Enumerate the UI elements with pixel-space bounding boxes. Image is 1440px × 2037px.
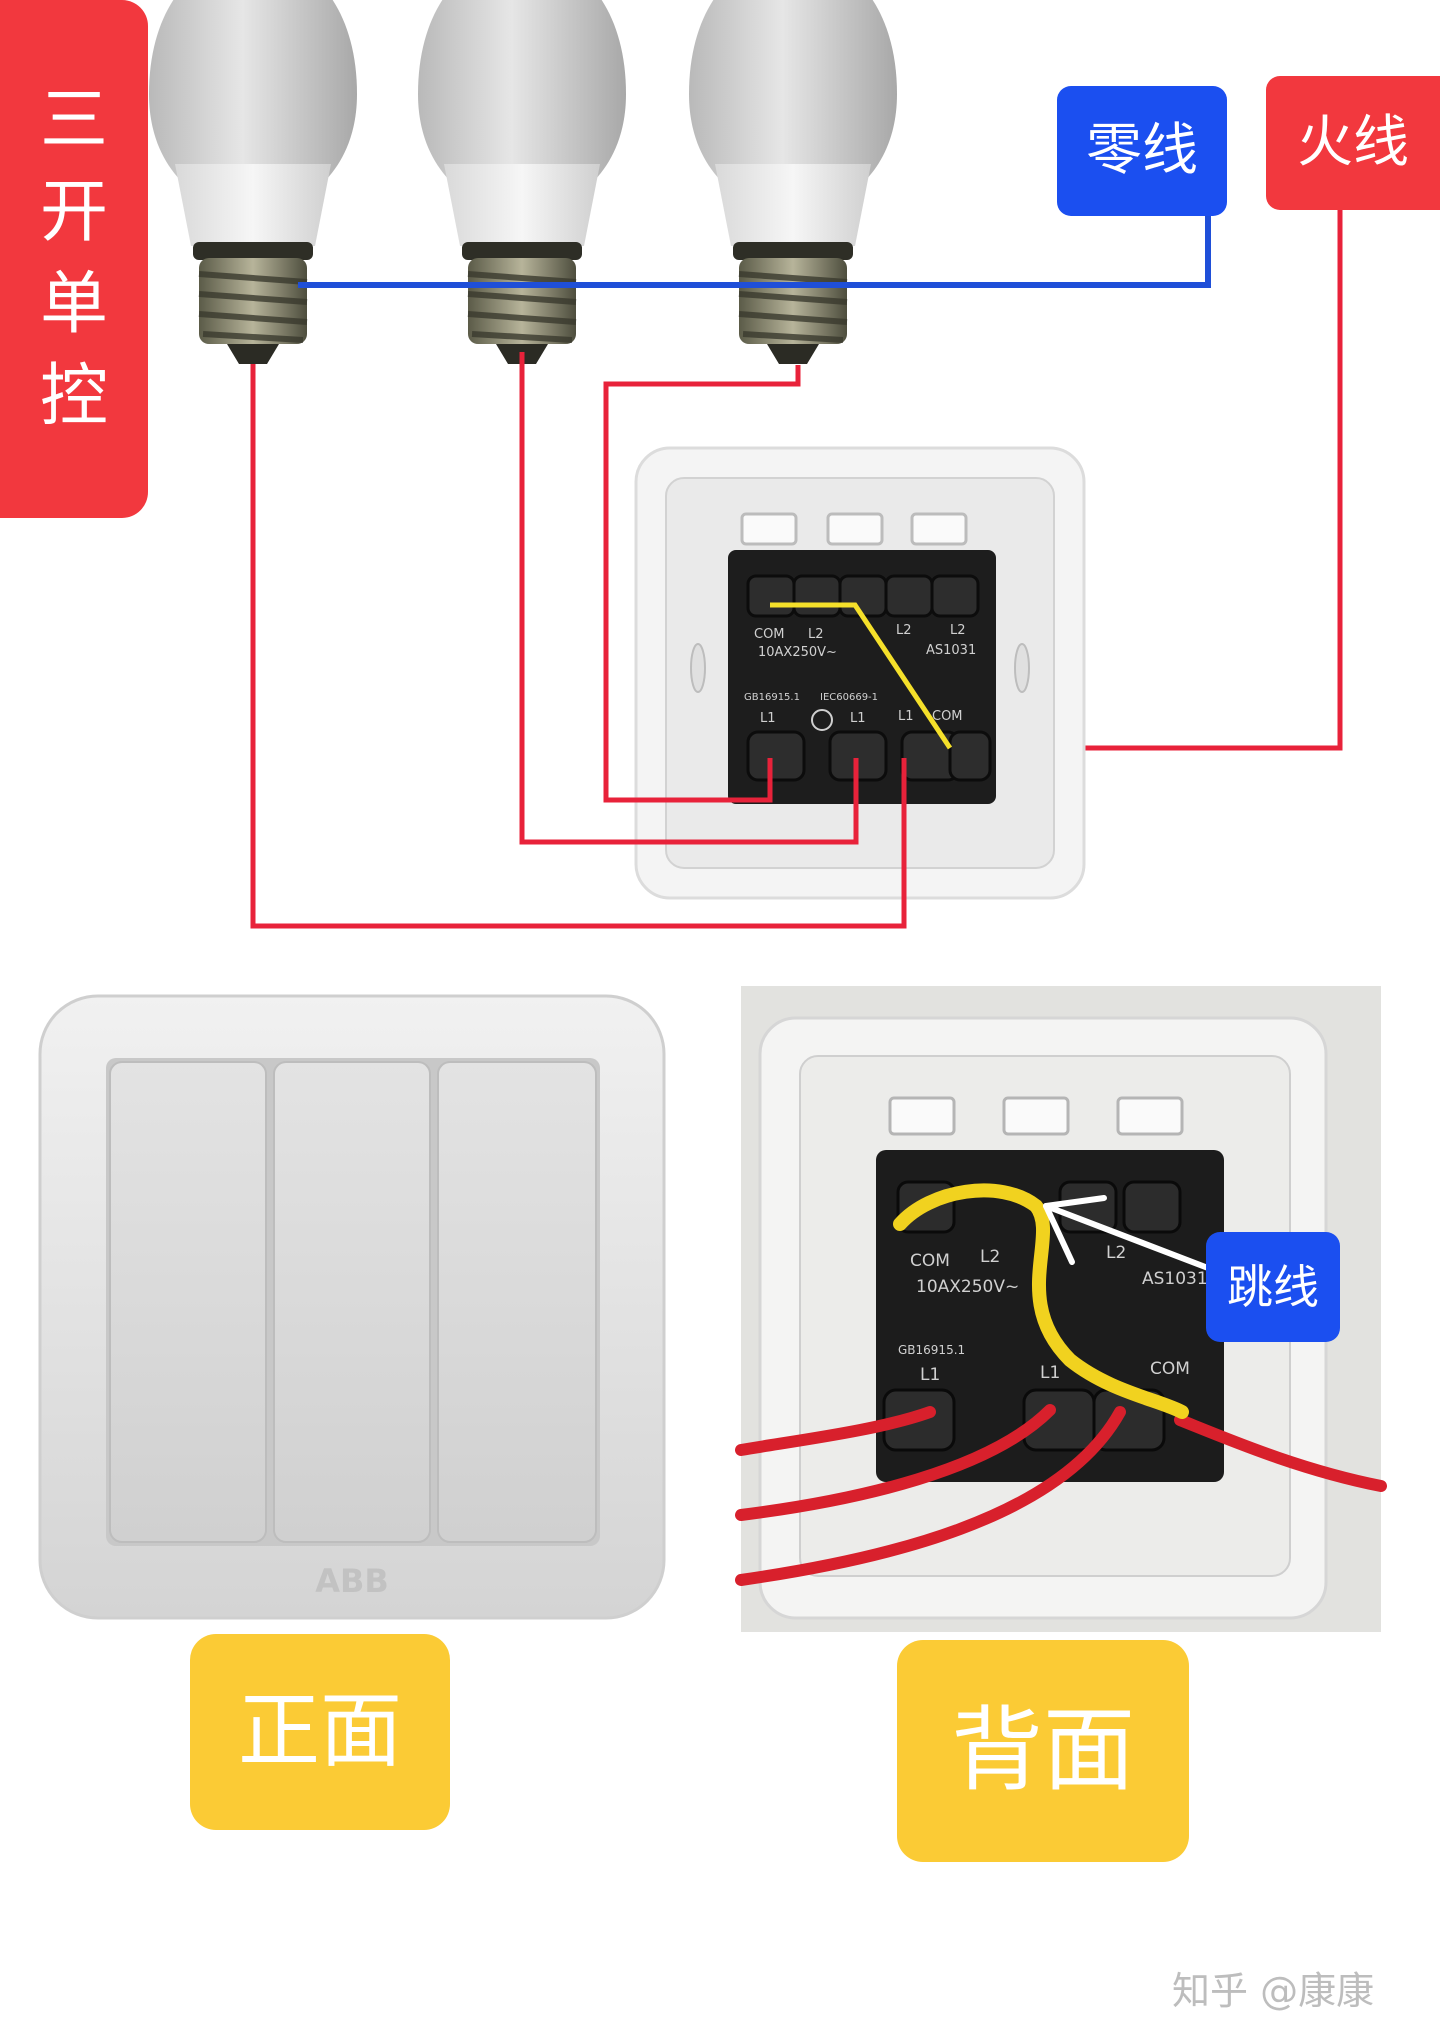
bulb1-wire bbox=[250, 364, 907, 929]
bulb3-wire bbox=[603, 365, 801, 803]
marking-iec: IEC60669-1 bbox=[820, 692, 878, 703]
bulb-2 bbox=[418, 0, 626, 364]
photo-marking-l2-a: L2 bbox=[980, 1247, 1000, 1267]
marking-l2-a: L2 bbox=[808, 627, 824, 642]
marking-l1-c: L1 bbox=[898, 709, 914, 724]
marking-com-b: COM bbox=[932, 709, 963, 724]
title-char-3: 单 bbox=[39, 265, 108, 344]
live-label: 火线 bbox=[1266, 76, 1440, 210]
bulb-1 bbox=[149, 0, 357, 364]
marking-rating: 10AX250V~ bbox=[758, 645, 837, 660]
neutral-wire bbox=[298, 215, 1211, 288]
watermark: 知乎 @康康 bbox=[1172, 1969, 1375, 2013]
jumper-wire-diagram bbox=[770, 602, 953, 750]
back-label: 背面 bbox=[897, 1640, 1189, 1862]
photo-marking-l1-a: L1 bbox=[920, 1365, 940, 1385]
arrow-icon bbox=[1043, 1195, 1211, 1271]
rocker-left bbox=[109, 1061, 267, 1543]
marking-l2-c: L2 bbox=[950, 623, 966, 638]
photo-marking-com: COM bbox=[910, 1251, 950, 1271]
jumper-label: 跳线 bbox=[1206, 1232, 1340, 1342]
title-char-2: 开 bbox=[39, 173, 108, 252]
title-char-4: 控 bbox=[39, 357, 108, 436]
photo-marking-com-b: COM bbox=[1150, 1359, 1190, 1379]
bulb-3 bbox=[689, 0, 897, 364]
title-box: 三 开 单 控 bbox=[0, 0, 148, 518]
rocker-middle bbox=[273, 1061, 431, 1543]
brand-logo: ABB bbox=[315, 1562, 389, 1600]
marking-model: AS1031 bbox=[926, 643, 976, 658]
photo-marking-rating: 10AX250V~ bbox=[916, 1277, 1019, 1297]
photo-marking-l2-b: L2 bbox=[1106, 1243, 1126, 1263]
marking-l1-a: L1 bbox=[760, 711, 776, 726]
ccc-mark-icon bbox=[811, 709, 833, 731]
photo-marking-l1-b: L1 bbox=[1040, 1363, 1060, 1383]
bulb2-wire bbox=[519, 352, 859, 845]
switch-front-photo: ABB bbox=[38, 994, 666, 1620]
rocker-right bbox=[437, 1061, 597, 1543]
title-char-1: 三 bbox=[39, 81, 108, 160]
marking-l2-b: L2 bbox=[896, 623, 912, 638]
photo-marking-model: AS1031 bbox=[1142, 1269, 1208, 1289]
neutral-label: 零线 bbox=[1057, 86, 1227, 216]
front-label: 正面 bbox=[190, 1634, 450, 1830]
jumper-wire-photo bbox=[893, 1183, 1189, 1419]
photo-marking-gb: GB16915.1 bbox=[898, 1343, 965, 1357]
marking-l1-b: L1 bbox=[850, 711, 866, 726]
marking-com: COM bbox=[754, 627, 785, 642]
switch-back-top: COM L2 L2 L2 10AX250V~ AS1031 GB16915.1 … bbox=[634, 446, 1086, 900]
marking-gb: GB16915.1 bbox=[744, 692, 800, 703]
